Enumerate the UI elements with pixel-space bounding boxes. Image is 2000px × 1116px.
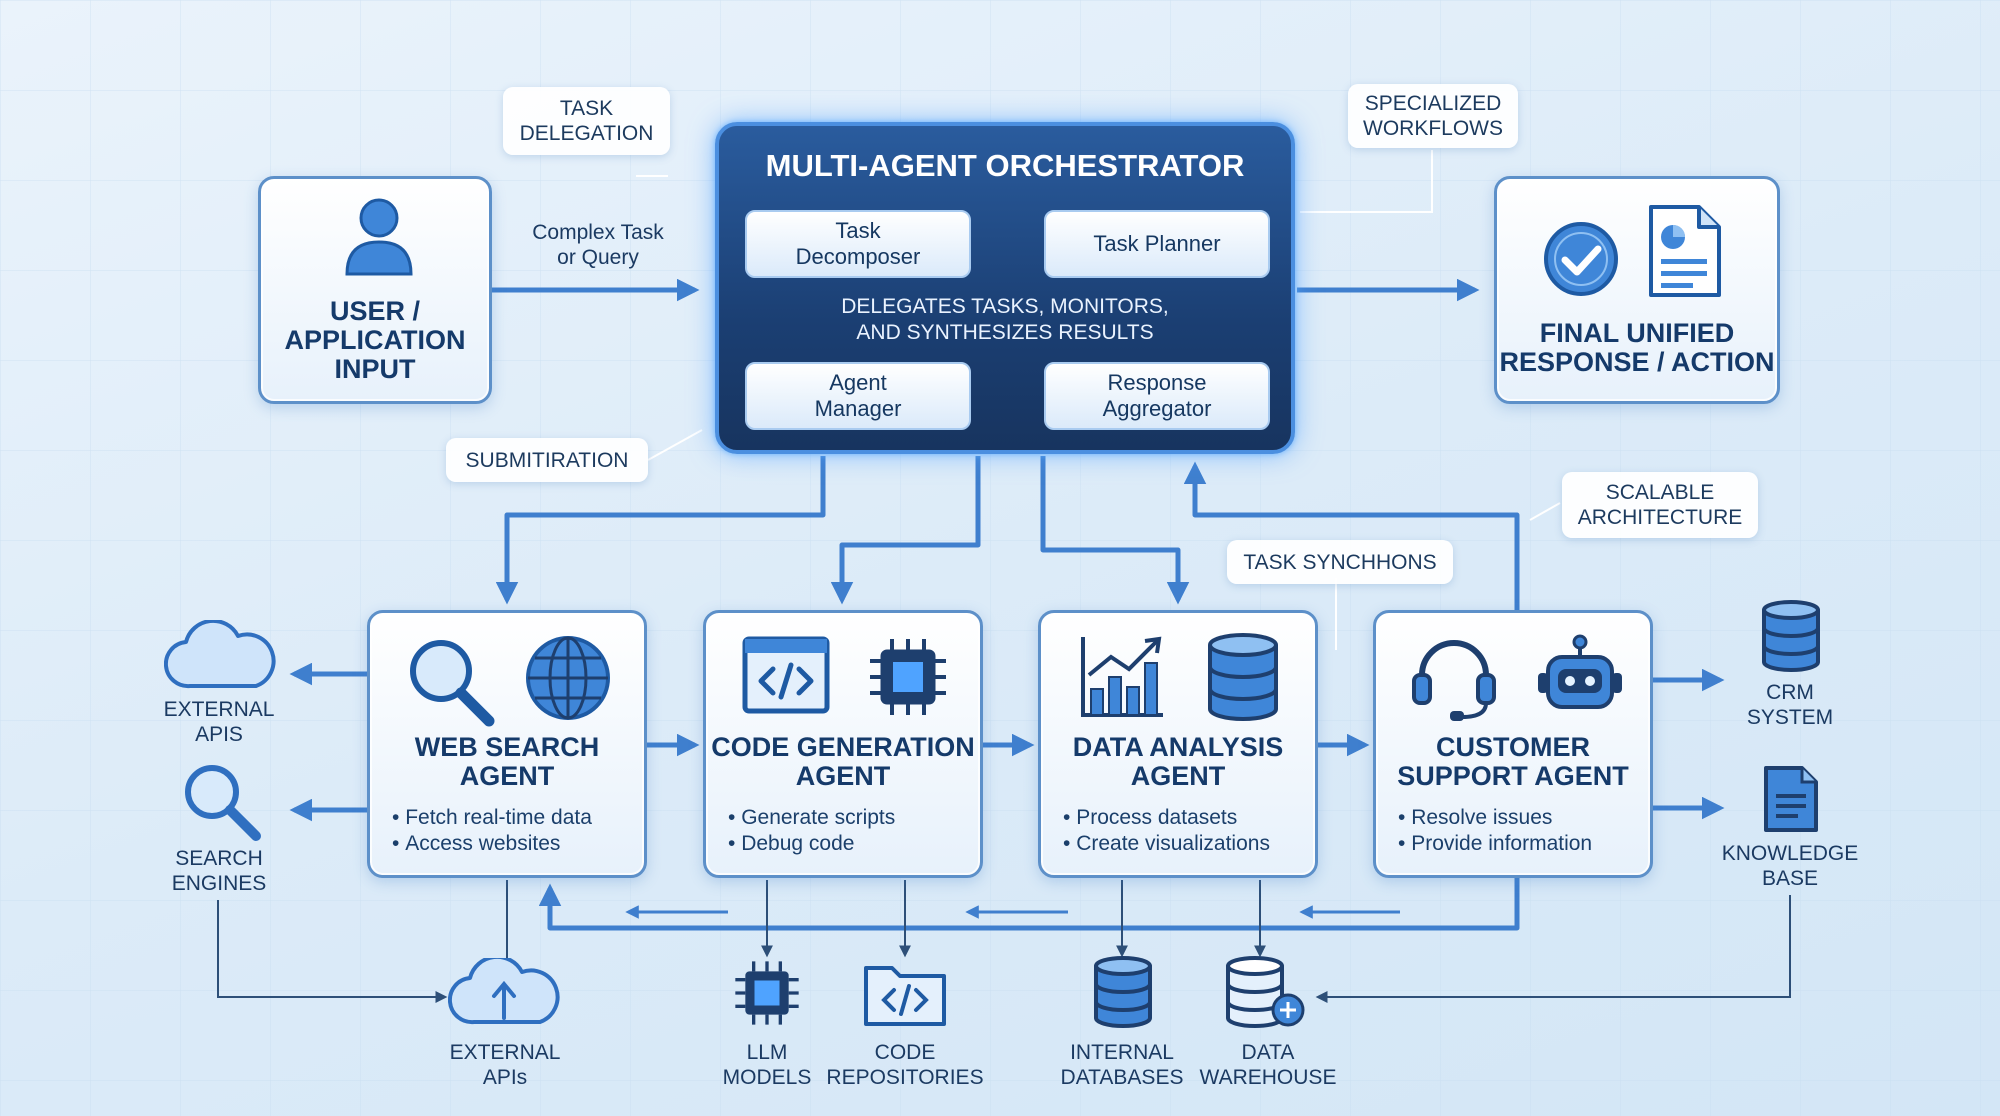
magnifier-icon — [410, 640, 495, 727]
knowledge-base-label: KNOWLEDGE BASE — [1721, 842, 1859, 890]
robot-icon — [1538, 634, 1622, 709]
feedback-bus — [538, 878, 1520, 931]
globe-icon — [526, 636, 610, 720]
cloud-upload-icon — [448, 958, 560, 1025]
task-planner-module[interactable]: Task Planner — [1044, 210, 1270, 278]
chip-icon — [870, 639, 946, 715]
headset-icon — [1412, 640, 1496, 721]
orchestrator-to-code-generation-arrow — [830, 456, 981, 605]
data-analysis-agent[interactable]: DATA ANALYSIS AGENT Process datasets Cre… — [1038, 610, 1318, 878]
orchestrator-to-web-search-arrow — [495, 456, 826, 605]
bullet-item: Create visualizations — [1063, 831, 1309, 857]
input-arrow-label: Complex Task or Query — [532, 221, 664, 269]
search-icon — [185, 765, 261, 841]
task-decomposer-module[interactable]: Task Decomposer — [745, 210, 971, 278]
callout-task-delegation: TASK DELEGATION — [503, 87, 670, 155]
llm-models-label: LLM MODELS — [722, 1041, 812, 1089]
web-search-agent[interactable]: WEB SEARCH AGENT Fetch real-time data Ac… — [367, 610, 647, 878]
bullet-item: Debug code — [728, 831, 974, 857]
customer-support-to-orchestrator-arrow — [1183, 461, 1520, 610]
external-apis-bottom-label: EXTERNAL APIs — [449, 1041, 561, 1089]
customer-support-agent[interactable]: CUSTOMER SUPPORT AGENT Resolve issues Pr… — [1373, 610, 1653, 878]
orchestrator-description: DELEGATES TASKS, MONITORS, AND SYNTHESIZ… — [841, 295, 1169, 344]
final-response-box[interactable]: FINAL UNIFIED RESPONSE / ACTION — [1494, 176, 1780, 404]
agent-bullets: Resolve issues Provide information — [1398, 805, 1644, 857]
agent-bullets: Process datasets Create visualizations — [1063, 805, 1309, 857]
agent-title: WEB SEARCH AGENT — [414, 732, 600, 791]
agent-bullets: Generate scripts Debug code — [728, 805, 974, 857]
user-input-box[interactable]: USER / APPLICATION INPUT — [258, 176, 492, 404]
document-chart-icon — [1649, 205, 1721, 297]
user-icon — [345, 198, 413, 276]
callout-scalable-architecture: SCALABLE ARCHITECTURE — [1562, 472, 1758, 538]
bullet-item: Provide information — [1398, 831, 1644, 857]
bar-chart-icon — [1081, 636, 1163, 717]
bullet-item: Fetch real-time data — [392, 805, 638, 831]
data-warehouse-label: DATA WAREHOUSE — [1199, 1041, 1337, 1089]
agent-title: DATA ANALYSIS AGENT — [1072, 732, 1284, 791]
code-window-icon — [742, 636, 830, 714]
bullet-item: Resolve issues — [1398, 805, 1644, 831]
agent-title: CODE GENERATION AGENT — [711, 732, 975, 791]
orchestrator-panel[interactable]: MULTI-AGENT ORCHESTRATOR Task Decomposer… — [715, 122, 1295, 454]
crm-database-icon — [1762, 600, 1820, 672]
bullet-item: Generate scripts — [728, 805, 974, 831]
bullet-item: Access websites — [392, 831, 638, 857]
agent-bullets: Fetch real-time data Access websites — [392, 805, 638, 857]
external-apis-label: EXTERNAL APIS — [163, 698, 275, 746]
database-icon — [1208, 633, 1278, 721]
check-circle-icon — [1544, 222, 1618, 296]
orchestrator-to-data-analysis-arrow — [1040, 456, 1190, 605]
code-generation-agent[interactable]: CODE GENERATION AGENT Generate scripts D… — [703, 610, 983, 878]
cloud-icon — [164, 620, 276, 689]
bullet-item: Process datasets — [1063, 805, 1309, 831]
callout-submitiration: SUBMITIRATION — [446, 438, 648, 482]
crm-system-label: CRM SYSTEM — [1746, 681, 1834, 729]
code-folder-icon — [864, 966, 946, 1026]
output-title: FINAL UNIFIED RESPONSE / ACTION — [1499, 318, 1775, 377]
input-title: USER / APPLICATION INPUT — [284, 296, 466, 384]
document-icon — [1764, 766, 1818, 832]
search-engines-label: SEARCH ENGINES — [171, 847, 267, 895]
callout-specialized-workflows: SPECIALIZED WORKFLOWS — [1348, 84, 1518, 148]
llm-chip-icon — [735, 961, 799, 1025]
internal-database-icon — [1094, 956, 1152, 1028]
callout-task-synchhons: TASK SYNCHHONS — [1227, 540, 1453, 584]
agent-title: CUSTOMER SUPPORT AGENT — [1397, 732, 1629, 791]
code-repositories-label: CODE REPOSITORIES — [826, 1041, 984, 1089]
response-aggregator-module[interactable]: Response Aggregator — [1044, 362, 1270, 430]
internal-databases-label: INTERNAL DATABASES — [1060, 1041, 1184, 1089]
orchestrator-title: MULTI-AGENT ORCHESTRATOR — [765, 148, 1245, 183]
agent-manager-module[interactable]: Agent Manager — [745, 362, 971, 430]
data-warehouse-icon — [1226, 956, 1305, 1028]
